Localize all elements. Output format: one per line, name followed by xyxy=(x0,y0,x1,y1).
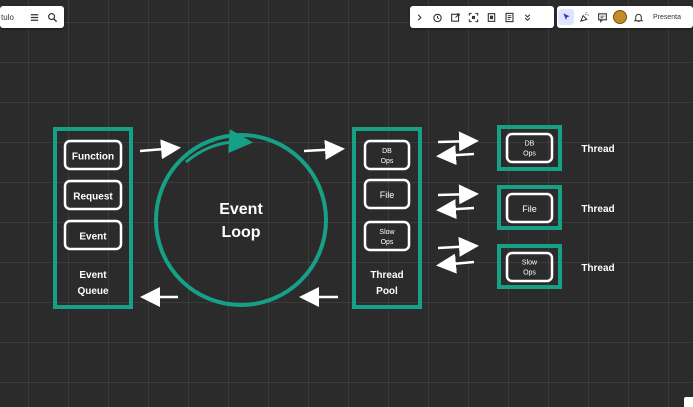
loop-arrow xyxy=(185,129,253,164)
queue-label: Event xyxy=(79,270,107,281)
search-icon[interactable] xyxy=(44,9,60,25)
focus-icon[interactable] xyxy=(465,9,481,25)
bell-icon[interactable] xyxy=(630,9,646,25)
queue-item-label: Function xyxy=(72,152,114,163)
loop-label: Event xyxy=(219,201,263,218)
arrow-pool-to-thread xyxy=(437,236,479,257)
board-toolbar: tulo xyxy=(0,6,64,28)
collab-toolbar: Presenta xyxy=(557,6,693,28)
timer-icon[interactable] xyxy=(429,9,445,25)
export-icon[interactable] xyxy=(447,9,463,25)
chevron-right-icon[interactable] xyxy=(411,9,427,25)
pool-item-file[interactable]: File xyxy=(363,178,411,210)
thread-slow-ops[interactable]: Slow Ops xyxy=(497,244,562,289)
queue-item-label: Event xyxy=(79,232,107,243)
chevron-double-down-icon[interactable] xyxy=(519,9,535,25)
thread-file[interactable]: File xyxy=(497,185,562,230)
present-button[interactable]: Presenta xyxy=(653,13,682,21)
thread-box-label: Ops xyxy=(523,151,536,158)
arrow-thread-to-pool xyxy=(436,199,475,220)
thread-box-label: Slow xyxy=(522,260,538,267)
event-queue[interactable]: Function Request Event Event Queue xyxy=(53,127,133,309)
queue-item-label: Request xyxy=(73,192,113,203)
user-avatar[interactable] xyxy=(612,9,628,25)
thread-box-label: DB xyxy=(525,141,535,148)
zoom-corner-control[interactable] xyxy=(684,397,693,407)
board-title[interactable]: tulo xyxy=(1,12,14,22)
pool-item-label: File xyxy=(380,190,395,200)
frame-icon[interactable] xyxy=(483,9,499,25)
pool-label: Thread xyxy=(370,270,403,281)
arrow-loop-to-pool xyxy=(303,139,345,160)
pool-item-slow-ops[interactable]: Slow Ops xyxy=(363,220,411,252)
thread-pool[interactable]: DB Ops File Slow Ops Thread Pool xyxy=(352,127,422,309)
pool-item-label: Slow xyxy=(379,229,395,236)
arrow-thread-to-pool xyxy=(436,253,475,274)
thread-label: Thread xyxy=(581,204,614,215)
event-loop[interactable]: Event Loop xyxy=(154,129,328,307)
pool-item-label: DB xyxy=(382,148,392,155)
pool-item-label: Ops xyxy=(381,239,394,246)
menu-icon[interactable] xyxy=(26,9,42,25)
arrow-queue-to-loop xyxy=(139,139,181,160)
pool-item-db-ops[interactable]: DB Ops xyxy=(363,139,411,171)
thread-label: Thread xyxy=(581,263,614,274)
queue-item-request[interactable]: Request xyxy=(63,179,123,211)
reaction-icon[interactable] xyxy=(576,9,592,25)
pool-label: Pool xyxy=(376,286,398,297)
pool-item-label: Ops xyxy=(381,158,394,165)
thread-label: Thread xyxy=(581,144,614,155)
comment-icon[interactable] xyxy=(594,9,610,25)
notes-icon[interactable] xyxy=(501,9,517,25)
loop-label: Loop xyxy=(221,224,260,241)
queue-item-event[interactable]: Event xyxy=(63,219,123,251)
arrow-pool-to-thread xyxy=(437,184,479,205)
thread-db-ops[interactable]: DB Ops xyxy=(497,125,562,171)
queue-label: Queue xyxy=(77,286,109,297)
arrow-pool-to-thread xyxy=(437,131,479,152)
cursor-icon[interactable] xyxy=(558,9,574,25)
arrow-thread-to-pool xyxy=(436,145,475,166)
queue-item-function[interactable]: Function xyxy=(63,139,123,171)
tools-toolbar xyxy=(410,6,554,28)
thread-box-label: Ops xyxy=(523,270,536,277)
thread-box-label: File xyxy=(522,204,537,214)
